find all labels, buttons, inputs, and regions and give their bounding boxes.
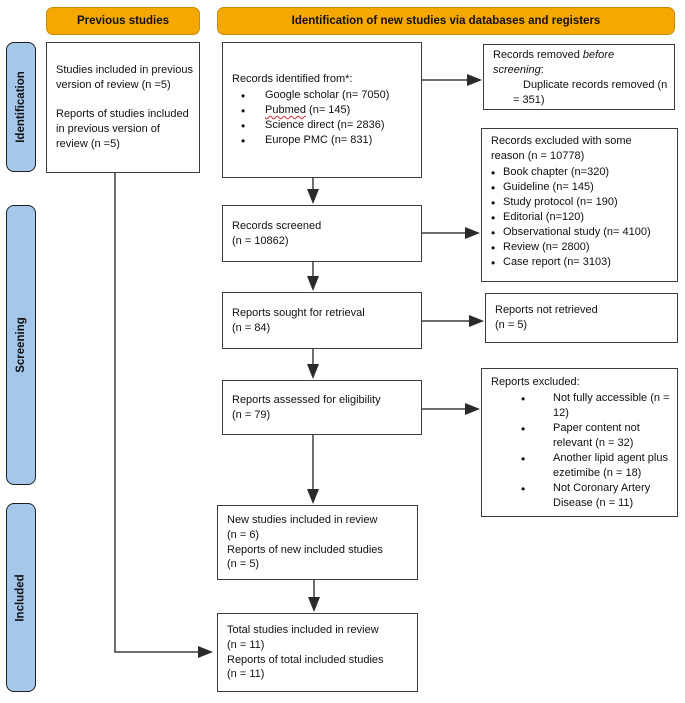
excluded-reason-item: Editorial (n=120) (491, 210, 671, 226)
database-item: Google scholar (n= 7050) (232, 88, 415, 104)
header-new-studies: Identification of new studies via databa… (217, 7, 675, 35)
reports-assessed-line2: (n = 79) (232, 408, 271, 421)
box-records-removed: Records removed before screening: Duplic… (483, 44, 675, 110)
report-excluded-item: Not fully accessible (n = 12) (491, 391, 671, 421)
new-included-line4: (n = 5) (227, 558, 260, 571)
reports-assessed-line1: Reports assessed for eligibility (232, 393, 381, 406)
previous-studies-para2: Reports of studies included in previous … (56, 108, 189, 150)
arrow-previous-to-total (114, 173, 213, 658)
database-item: Pubmed (n= 145) (232, 103, 415, 119)
phase-identification: Identification (6, 42, 36, 172)
box-reports-not-retrieved: Reports not retrieved (n = 5) (485, 293, 678, 343)
reports-excluded-title: Reports excluded: (491, 376, 580, 388)
records-excluded-title: Records excluded with some reason (n = 1… (491, 135, 632, 162)
total-included-line1: Total studies included in review (227, 623, 379, 636)
database-item: Europe PMC (n= 831) (232, 133, 415, 149)
excluded-reason-item: Study protocol (n= 190) (491, 195, 671, 211)
reports-sought-line2: (n = 84) (232, 321, 271, 334)
box-previous-studies: Studies included in previous version of … (46, 42, 200, 173)
excluded-reason-item: Observational study (n= 4100) (491, 225, 671, 241)
records-removed-detail: Duplicate records removed (n = 351) (513, 78, 668, 106)
total-included-line3: Reports of total included studies (227, 653, 384, 666)
excluded-reason-item: Guideline (n= 145) (491, 180, 671, 196)
box-reports-excluded: Reports excluded: Not fully accessible (… (481, 368, 678, 517)
records-screened-line1: Records screened (232, 219, 322, 232)
reports-not-retrieved-line1: Reports not retrieved (495, 304, 598, 317)
records-removed-title: Records removed before screening: (493, 49, 615, 76)
new-included-line1: New studies included in review (227, 513, 378, 526)
box-total-studies-included: Total studies included in review (n = 11… (217, 613, 418, 692)
excluded-reason-item: Case report (n= 3103) (491, 255, 671, 271)
report-excluded-item: Paper content not relevant (n = 32) (491, 421, 671, 451)
total-included-line2: (n = 11) (227, 638, 265, 651)
records-identified-list: Google scholar (n= 7050) Pubmed (n= 145)… (232, 88, 415, 149)
new-included-line2: (n = 6) (227, 528, 260, 541)
reports-excluded-list: Not fully accessible (n = 12) Paper cont… (491, 391, 671, 511)
box-records-identified: Records identified from*: Google scholar… (222, 42, 422, 178)
records-identified-title: Records identified from*: (232, 73, 353, 86)
phase-screening: Screening (6, 205, 36, 485)
misspelled-word: Pubmed (265, 104, 306, 117)
records-screened-line2: (n = 10862) (232, 234, 289, 247)
box-reports-sought: Reports sought for retrieval (n = 84) (222, 292, 422, 349)
phase-included: Included (6, 503, 36, 692)
reports-not-retrieved-line2: (n = 5) (495, 319, 528, 331)
box-records-screened: Records screened (n = 10862) (222, 205, 422, 262)
reports-sought-line1: Reports sought for retrieval (232, 306, 365, 319)
phase-included-label: Included (15, 573, 27, 622)
italic-before-screening: before screening (493, 49, 615, 76)
records-excluded-list: Book chapter (n=320) Guideline (n= 145) … (491, 165, 671, 271)
header-new-studies-label: Identification of new studies via databa… (291, 15, 601, 27)
database-item: Science direct (n= 2836) (232, 118, 415, 134)
previous-studies-para1: Studies included in previous version of … (56, 64, 193, 92)
new-included-line3: Reports of new included studies (227, 543, 383, 556)
header-previous-studies-label: Previous studies (76, 15, 170, 27)
phase-identification-label: Identification (15, 71, 27, 143)
box-reports-assessed: Reports assessed for eligibility (n = 79… (222, 380, 422, 435)
total-included-line4: (n = 11) (227, 668, 265, 681)
excluded-reason-item: Review (n= 2800) (491, 240, 671, 256)
phase-screening-label: Screening (15, 317, 28, 373)
report-excluded-item: Another lipid agent plus ezetimibe (n = … (491, 451, 671, 481)
box-new-studies-included: New studies included in review (n = 6) R… (217, 505, 418, 580)
box-records-excluded: Records excluded with some reason (n = 1… (481, 128, 678, 282)
excluded-reason-item: Book chapter (n=320) (491, 165, 671, 181)
report-excluded-item: Not Coronary Artery Disease (n = 11) (491, 481, 671, 511)
header-previous-studies: Previous studies (46, 7, 200, 35)
